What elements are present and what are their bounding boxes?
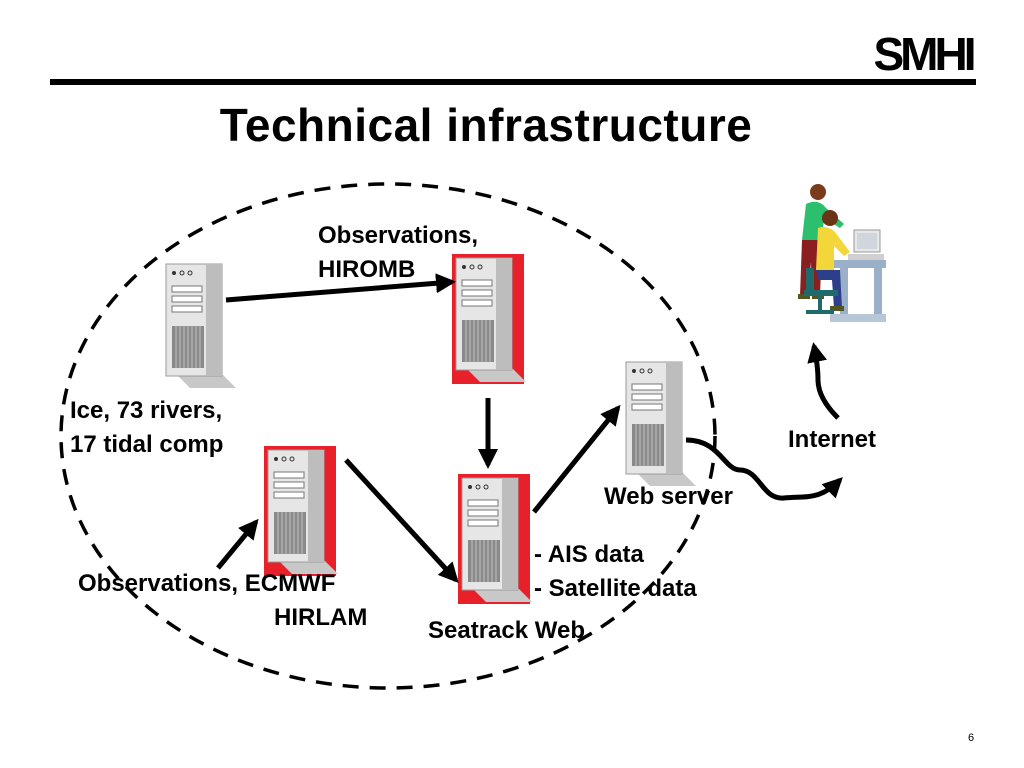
- label-web-server: Web server: [604, 483, 733, 510]
- header-rule: [50, 79, 976, 85]
- label-internet: Internet: [788, 426, 877, 453]
- users-at-computer-icon: [798, 184, 886, 322]
- label-satellite-data: - Satellite data: [534, 575, 697, 602]
- label-line: HIROMB: [318, 256, 416, 283]
- label-line: Observations, ECMWF: [78, 570, 336, 597]
- arrow-webserver-to-internet: [685, 437, 843, 501]
- label-ice-rivers: Ice, 73 rivers, 17 tidal comp: [70, 394, 223, 462]
- label-line: Observations,: [318, 222, 479, 249]
- arrow-seatrack-to-webserver: [532, 404, 621, 514]
- server-icon: [458, 474, 532, 604]
- label-line: HIRLAM: [274, 604, 368, 631]
- label-seatrack-web: Seatrack Web: [428, 617, 585, 644]
- label-ais-data: - AIS data: [534, 541, 644, 568]
- arrow-obs-to-ecmwf: [216, 518, 259, 570]
- page-title: Technical infrastructure: [219, 99, 753, 151]
- page-number: 6: [968, 732, 975, 744]
- label-line: 17 tidal comp: [70, 431, 224, 458]
- arrow-internet-to-users: [807, 342, 840, 420]
- system-boundary: [59, 182, 717, 690]
- server-icon: [264, 446, 338, 576]
- label-line: Ice, 73 rivers,: [70, 397, 223, 424]
- smhi-logo: SMHI: [874, 28, 978, 76]
- arrow-ecmwf-to-seatrack: [344, 458, 459, 583]
- label-observations-hiromb: Observations, HIROMB: [318, 219, 478, 287]
- server-icon: [165, 263, 237, 389]
- arrow-ice-to-hiromb: [225, 273, 456, 303]
- label-observations-ecmwf: Observations, ECMWF HIRLAM: [78, 567, 367, 635]
- server-icon: [625, 361, 697, 487]
- svg-text:SMHI: SMHI: [874, 28, 974, 76]
